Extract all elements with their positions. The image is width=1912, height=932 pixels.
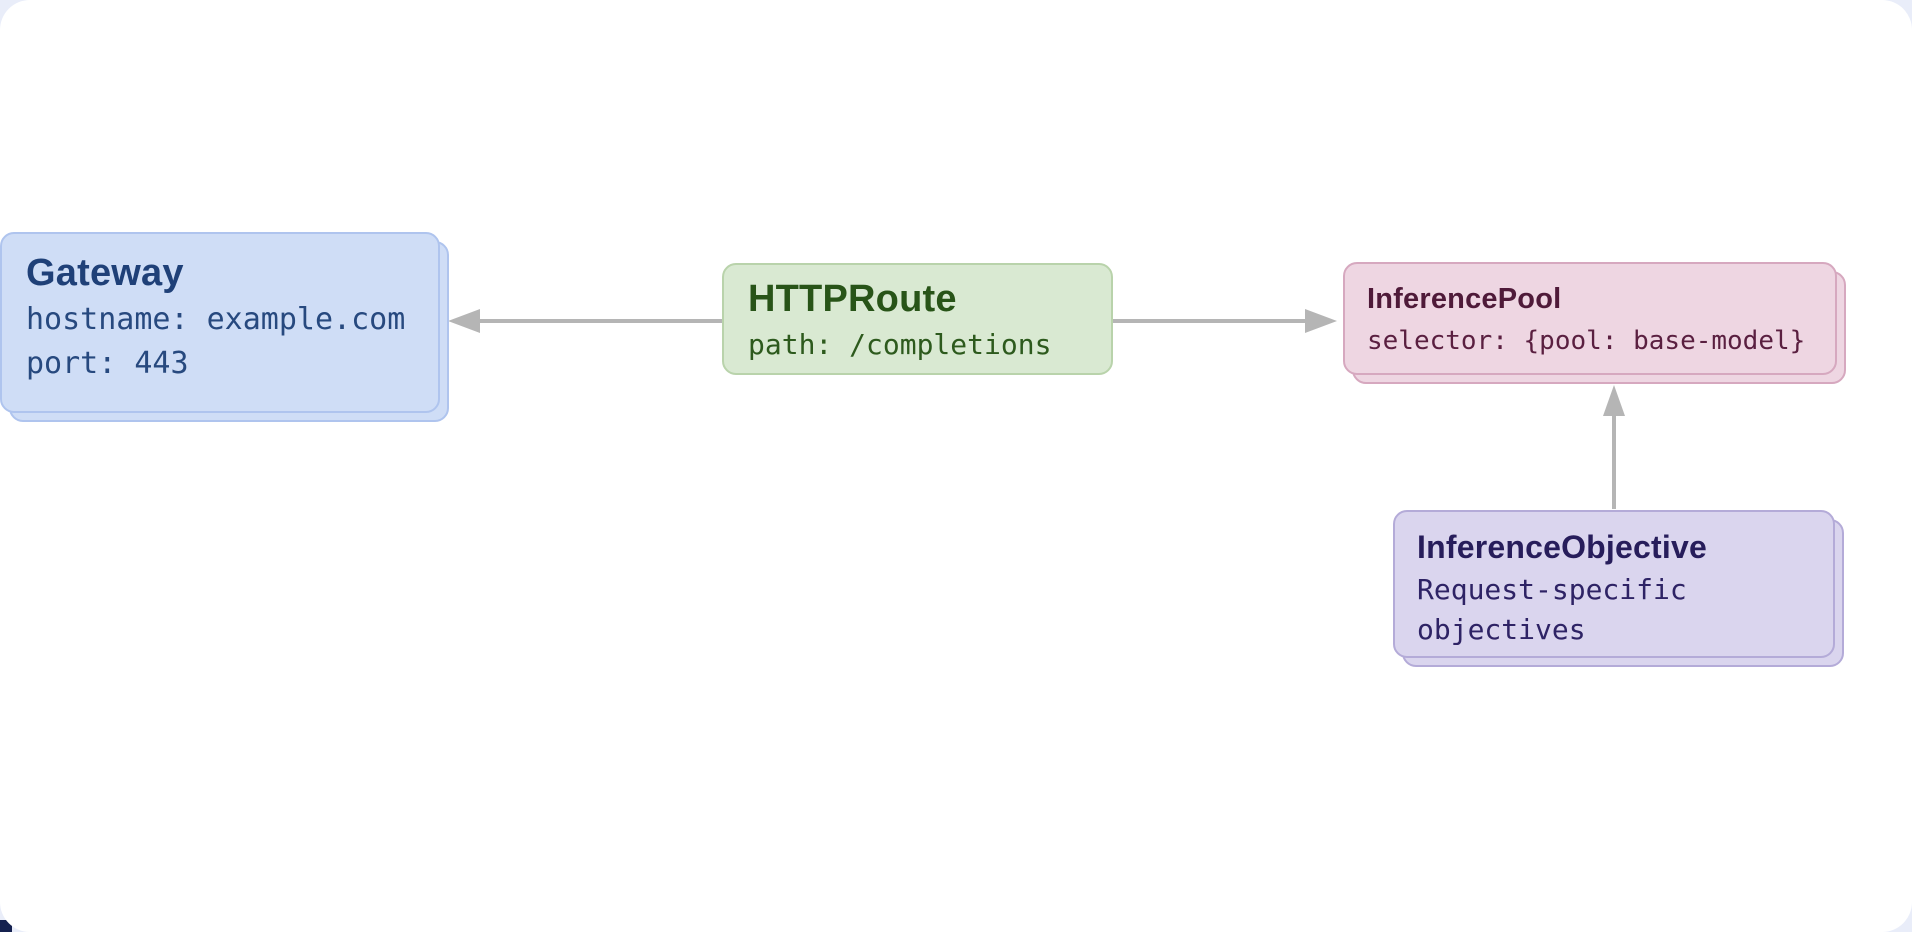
inferenceobjective-desc-line-2: objectives — [1417, 613, 1586, 646]
inferenceobjective-card: InferenceObjective Request-specific obje… — [1393, 510, 1835, 658]
inferencepool-selector-line: selector: {pool: base-model} — [1367, 326, 1806, 356]
node-httproute: HTTPRoute path: /completions — [722, 263, 1113, 375]
inferenceobjective-title: InferenceObjective — [1417, 529, 1707, 565]
inferenceobjective-desc-line-1: Request-specific — [1417, 573, 1687, 606]
arrow-inferenceobjective-to-inferencepool — [1603, 385, 1625, 509]
httproute-path-line: path: /completions — [748, 328, 1052, 361]
node-inferencepool: InferencePool selector: {pool: base-mode… — [1343, 262, 1846, 384]
node-inferenceobjective: InferenceObjective Request-specific obje… — [1393, 510, 1844, 667]
node-gateway: Gateway hostname: example.com port: 443 — [0, 232, 449, 422]
gateway-title: Gateway — [26, 252, 184, 294]
gateway-port-line: port: 443 — [26, 346, 189, 381]
gateway-hostname-line: hostname: example.com — [26, 302, 406, 337]
httproute-card: HTTPRoute path: /completions — [722, 263, 1113, 375]
arrow-httproute-to-gateway — [448, 309, 722, 333]
httproute-title: HTTPRoute — [748, 278, 957, 320]
gateway-card: Gateway hostname: example.com port: 443 — [0, 232, 440, 413]
arrow-httproute-to-inferencepool — [1113, 309, 1337, 333]
inferencepool-card: InferencePool selector: {pool: base-mode… — [1343, 262, 1837, 375]
inferencepool-title: InferencePool — [1367, 283, 1562, 315]
